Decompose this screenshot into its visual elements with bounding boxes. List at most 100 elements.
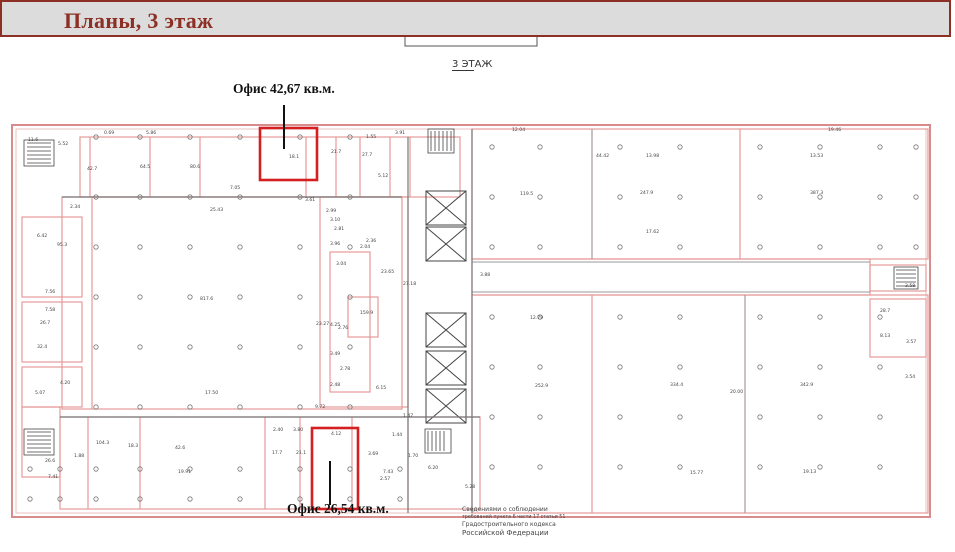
column-marker xyxy=(677,314,683,320)
dimension-label: 4.12 xyxy=(331,431,341,437)
column-marker xyxy=(297,496,303,502)
column-marker xyxy=(489,314,495,320)
dimension-label: 5.52 xyxy=(58,141,68,147)
dimension-label: 4.25 xyxy=(330,322,340,328)
column-marker xyxy=(877,364,883,370)
column-marker xyxy=(817,414,823,420)
column-marker xyxy=(537,144,543,150)
dimension-label: 1.44 xyxy=(392,432,402,438)
column-marker xyxy=(297,134,303,140)
column-marker xyxy=(913,194,919,200)
column-marker xyxy=(489,144,495,150)
dimension-label: 3.91 xyxy=(395,130,405,136)
column-marker xyxy=(757,364,763,370)
column-marker xyxy=(347,466,353,472)
column-marker xyxy=(537,364,543,370)
column-marker xyxy=(347,244,353,250)
dimension-label: 1.47 xyxy=(403,413,413,419)
column-marker xyxy=(397,496,403,502)
dimension-label: 26.6 xyxy=(45,458,55,464)
column-marker xyxy=(489,364,495,370)
approval-note-4: Российской Федерации xyxy=(462,529,549,537)
column-marker xyxy=(757,314,763,320)
dimension-label: 7.41 xyxy=(48,474,58,480)
dimension-label: 2.36 xyxy=(366,238,376,244)
column-marker xyxy=(877,244,883,250)
column-marker xyxy=(237,194,243,200)
dimension-label: 387.3 xyxy=(810,190,823,196)
dimension-label: 32.4 xyxy=(37,344,47,350)
column-marker xyxy=(537,464,543,470)
column-marker xyxy=(537,414,543,420)
dimension-label: 3.69 xyxy=(368,451,378,457)
dimension-label: 19.13 xyxy=(803,469,816,475)
column-marker xyxy=(237,496,243,502)
column-marker xyxy=(537,314,543,320)
column-marker xyxy=(677,194,683,200)
callout-office-26: Офис 26,54 кв.м. xyxy=(287,501,389,516)
column-marker xyxy=(537,244,543,250)
column-marker xyxy=(187,466,193,472)
dimension-label: 21.7 xyxy=(331,149,341,155)
dimension-label: 3.96 xyxy=(330,241,340,247)
column-marker xyxy=(237,244,243,250)
office-42-highlight xyxy=(258,126,319,182)
column-marker xyxy=(347,134,353,140)
dimension-label: 6.42 xyxy=(37,233,47,239)
column-marker xyxy=(757,194,763,200)
column-marker xyxy=(237,294,243,300)
dimension-label: 42.7 xyxy=(87,166,97,172)
column-marker xyxy=(57,466,63,472)
dimension-label: 3.80 xyxy=(293,427,303,433)
dimension-label: 18.3 xyxy=(128,443,138,449)
column-marker xyxy=(137,344,143,350)
column-marker xyxy=(817,314,823,320)
column-marker xyxy=(617,464,623,470)
column-marker xyxy=(137,134,143,140)
dimension-label: 27.18 xyxy=(403,281,416,287)
dimension-label: 3.49 xyxy=(330,351,340,357)
column-marker xyxy=(877,414,883,420)
dimension-label: 21.1 xyxy=(296,450,306,456)
column-marker xyxy=(347,404,353,410)
column-marker xyxy=(187,496,193,502)
column-marker xyxy=(877,314,883,320)
column-marker xyxy=(397,466,403,472)
approval-note-1: Сведениями о соблюдении xyxy=(462,506,548,513)
slide-header: Планы, 3 этаж xyxy=(0,0,951,37)
column-marker xyxy=(489,194,495,200)
column-marker xyxy=(187,294,193,300)
office-26-highlight xyxy=(310,426,360,511)
column-marker xyxy=(347,344,353,350)
column-marker xyxy=(237,404,243,410)
dimension-label: 342.9 xyxy=(800,382,813,388)
column-marker xyxy=(617,414,623,420)
column-marker xyxy=(817,144,823,150)
column-marker xyxy=(187,134,193,140)
column-marker xyxy=(297,244,303,250)
elevator-shafts xyxy=(425,190,467,424)
dimension-label: 17.7 xyxy=(272,450,282,456)
dimension-label: 2.04 xyxy=(360,244,370,250)
column-marker xyxy=(817,364,823,370)
column-marker xyxy=(297,404,303,410)
dimension-label: 17.50 xyxy=(205,390,218,396)
dimension-label: 44.42 xyxy=(596,153,609,159)
column-marker xyxy=(617,314,623,320)
column-marker xyxy=(757,414,763,420)
column-marker xyxy=(677,414,683,420)
column-marker xyxy=(817,464,823,470)
column-marker xyxy=(347,496,353,502)
dimension-label: 13.98 xyxy=(646,153,659,159)
column-marker xyxy=(677,244,683,250)
column-marker xyxy=(93,244,99,250)
dimension-label: 0.69 xyxy=(104,130,114,136)
dimension-label: 3.54 xyxy=(905,374,915,380)
column-marker xyxy=(877,464,883,470)
column-marker xyxy=(489,244,495,250)
dimension-label: 3.57 xyxy=(906,339,916,345)
dimension-label: 11.6 xyxy=(28,137,38,143)
column-marker xyxy=(757,244,763,250)
